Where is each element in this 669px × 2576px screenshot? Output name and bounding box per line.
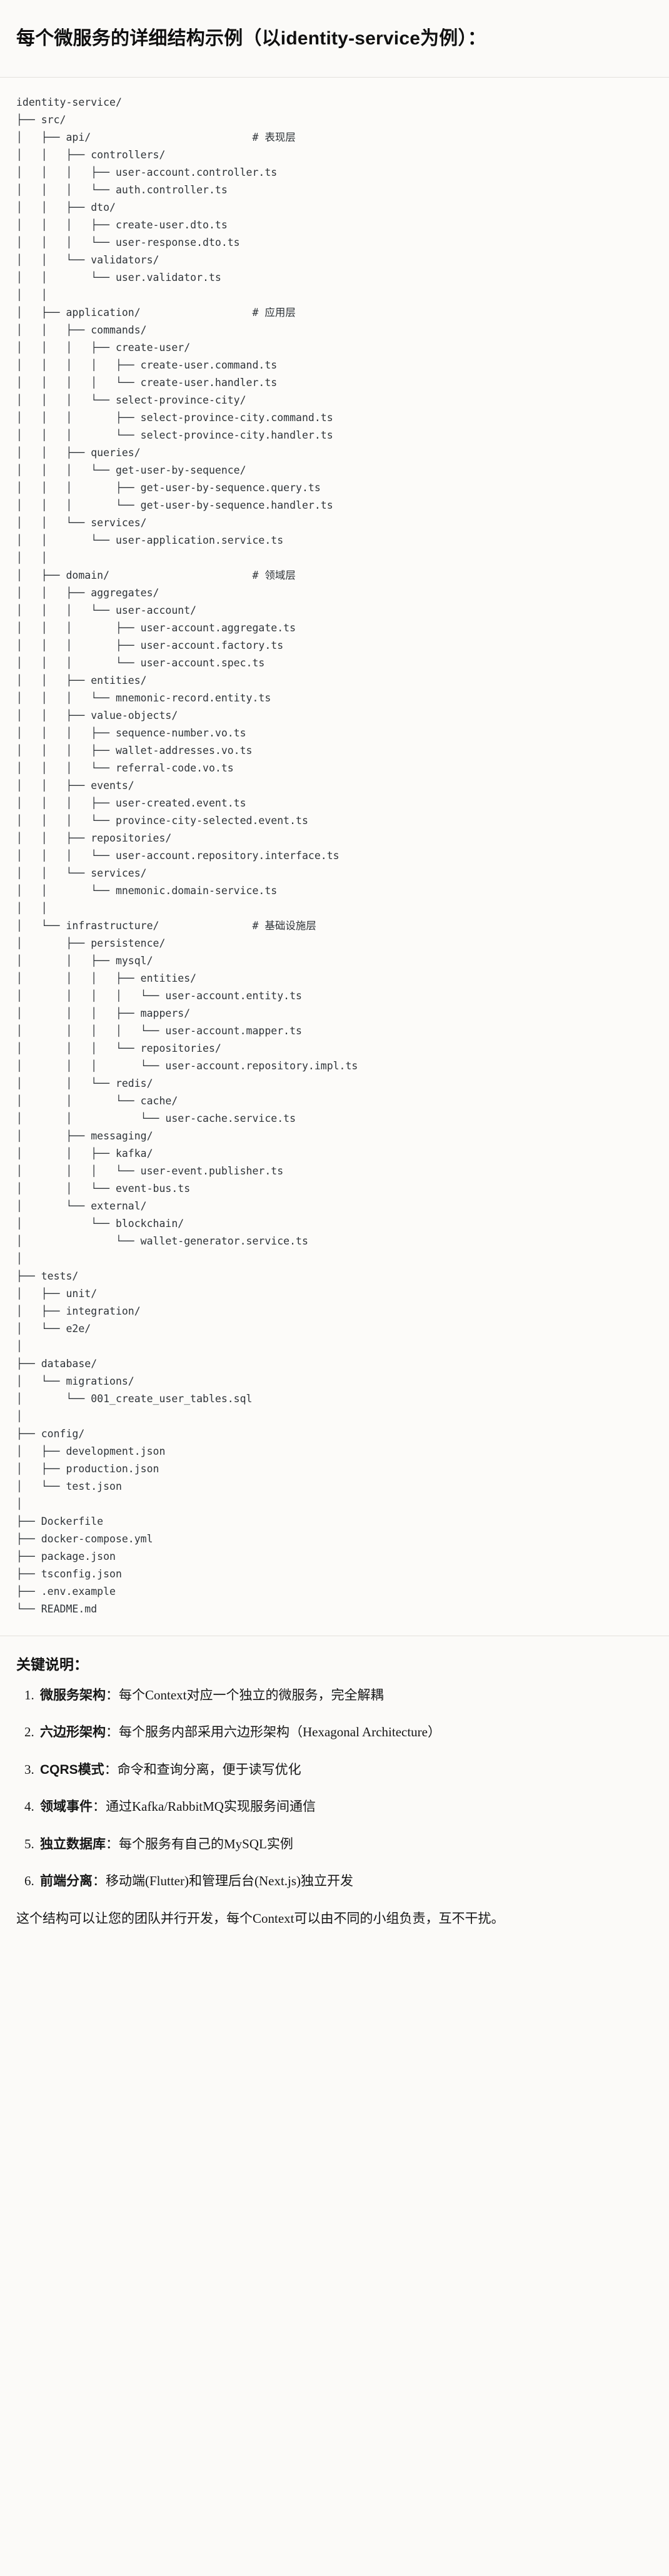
page-root: 每个微服务的详细结构示例（以identity-service为例）： ident… — [0, 13, 669, 1954]
note-desc: 每个Context对应一个独立的微服务，完全解耦 — [119, 1687, 384, 1703]
directory-tree: identity-service/ ├── src/ │ ├── api/ # … — [16, 96, 358, 1615]
key-notes-title: 关键说明： — [16, 1656, 88, 1672]
note-desc: 移动端(Flutter)和管理后台(Next.js)独立开发 — [106, 1873, 354, 1889]
note-desc: 每个服务有自己的MySQL实例 — [119, 1836, 293, 1851]
note-desc: 每个服务内部采用六边形架构（Hexagonal Architecture） — [119, 1724, 441, 1740]
closing-paragraph: 这个结构可以让您的团队并行开发，每个Context可以由不同的小组负责，互不干扰… — [16, 1910, 505, 1926]
list-item: 前端分离：移动端(Flutter)和管理后台(Next.js)独立开发 — [38, 1871, 653, 1892]
key-notes-section: 关键说明： 微服务架构：每个Context对应一个独立的微服务，完全解耦 六边形… — [0, 1636, 669, 1955]
note-term: 独立数据库 — [40, 1836, 106, 1851]
list-item: 微服务架构：每个Context对应一个独立的微服务，完全解耦 — [38, 1685, 653, 1706]
list-item: 领域事件：通过Kafka/RabbitMQ实现服务间通信 — [38, 1796, 653, 1818]
note-sep: ： — [93, 1873, 106, 1889]
title-divider — [0, 76, 669, 78]
note-sep: ： — [106, 1836, 119, 1851]
note-sep: ： — [106, 1724, 119, 1740]
note-desc: 通过Kafka/RabbitMQ实现服务间通信 — [106, 1799, 316, 1815]
note-sep: ： — [93, 1799, 106, 1815]
note-desc: 命令和查询分离，便于读写优化 — [117, 1761, 301, 1777]
note-term: 六边形架构 — [40, 1725, 106, 1740]
note-term: 领域事件 — [40, 1800, 93, 1815]
key-notes-list: 微服务架构：每个Context对应一个独立的微服务，完全解耦 六边形架构：每个服… — [16, 1685, 653, 1892]
list-item: CQRS模式：命令和查询分离，便于读写优化 — [38, 1759, 653, 1781]
list-item: 六边形架构：每个服务内部采用六边形架构（Hexagonal Architectu… — [38, 1722, 653, 1743]
list-item: 独立数据库：每个服务有自己的MySQL实例 — [38, 1834, 653, 1855]
note-sep: ： — [104, 1761, 118, 1777]
note-sep: ： — [106, 1687, 119, 1703]
note-term: 前端分离 — [40, 1874, 93, 1889]
page-title: 每个微服务的详细结构示例（以identity-service为例）： — [16, 28, 486, 49]
note-term: 微服务架构 — [40, 1688, 106, 1703]
note-term: CQRS模式 — [40, 1762, 104, 1777]
directory-tree-block: identity-service/ ├── src/ │ ├── api/ # … — [0, 77, 669, 1636]
